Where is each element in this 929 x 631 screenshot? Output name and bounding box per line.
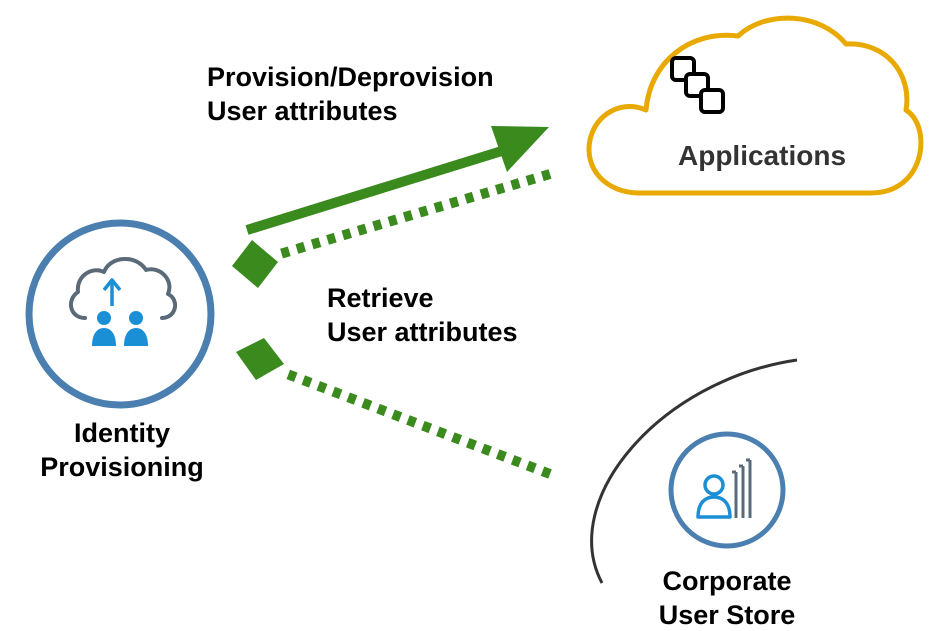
cloud-users-upload-icon: [68, 257, 178, 346]
retrieve-label: Retrieve User attributes: [327, 281, 518, 349]
identity-provisioning-node: [25, 219, 215, 409]
user-directory-icon: [696, 458, 752, 519]
retrieve-label-line2: User attributes: [327, 317, 518, 347]
identity-provisioning-label-line2: Provisioning: [40, 452, 204, 482]
provision-label-line2: User attributes: [207, 96, 398, 126]
user-store-arc: [590, 358, 798, 584]
corporate-user-store-node: [590, 358, 798, 584]
retrieve-from-user-store-arrow: [236, 338, 552, 479]
provision-label: Provision/Deprovision User attributes: [207, 60, 494, 128]
user-store-ring: [668, 431, 786, 549]
corporate-user-store-label: Corporate User Store: [617, 564, 837, 631]
identity-provisioning-label: Identity Provisioning: [22, 416, 222, 484]
provision-label-line1: Provision/Deprovision: [207, 62, 494, 92]
corporate-user-store-label-line1: Corporate: [662, 566, 792, 596]
identity-provisioning-ring: [25, 219, 215, 409]
linked-squares-icon: [670, 56, 725, 114]
retrieve-from-applications-arrow: [232, 169, 552, 288]
provision-arrow: [245, 126, 549, 235]
applications-node: [586, 15, 924, 196]
corporate-user-store-label-line2: User Store: [658, 600, 796, 630]
retrieve-label-line1: Retrieve: [327, 283, 434, 313]
identity-provisioning-label-line1: Identity: [73, 418, 170, 448]
applications-label: Applications: [678, 140, 847, 171]
